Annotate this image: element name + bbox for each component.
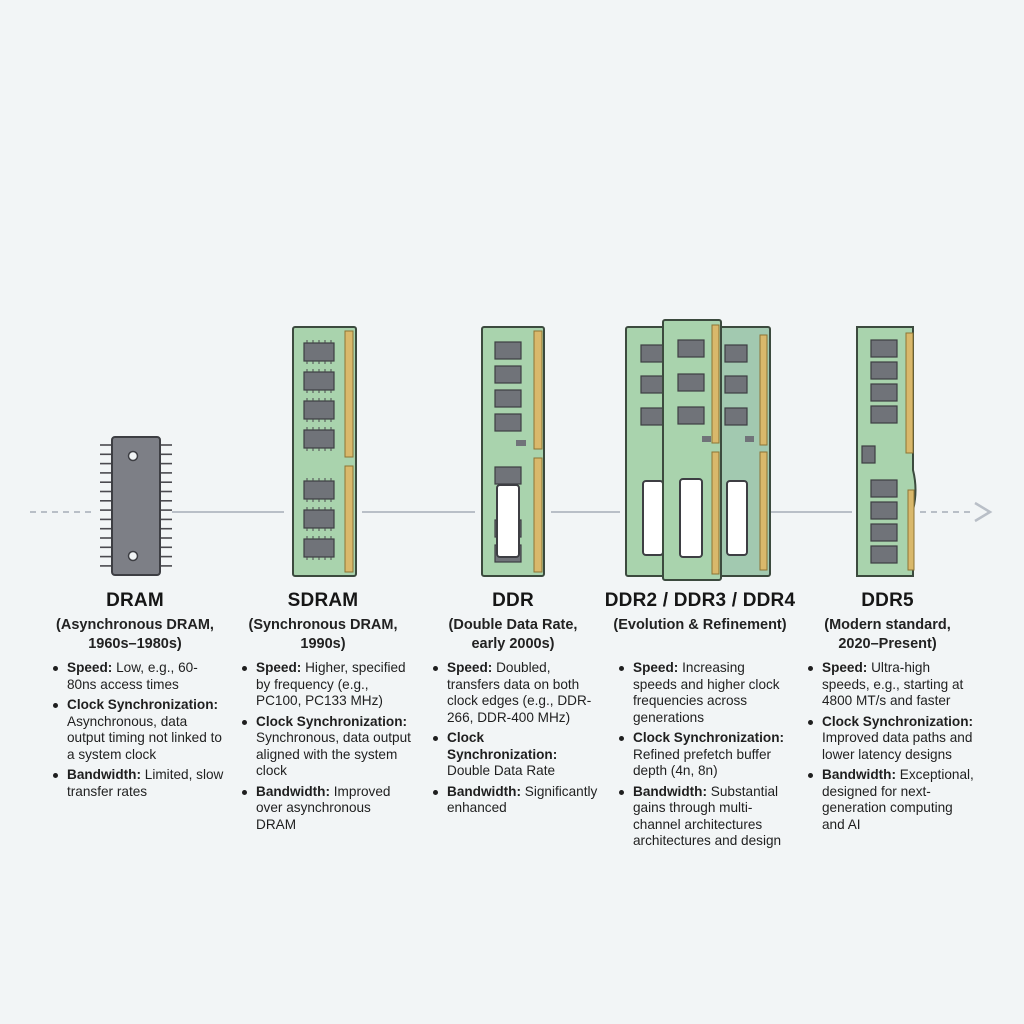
generation-subtitle-line: 1990s): [300, 636, 346, 652]
timeline-arrow: [30, 501, 993, 523]
ddr5-spec-list: Speed: Ultra-high speeds, e.g., starting…: [808, 660, 978, 837]
spec-clock-sync: Clock Synchronization: Improved data pat…: [808, 714, 978, 764]
ddr-spec-list: Speed: Doubled, transfers data on both c…: [433, 660, 598, 821]
spec-speed: Speed: Low, e.g., 60-80ns access times: [53, 660, 225, 693]
spec-clock-sync: Clock Synchronization: Asynchronous, dat…: [53, 697, 225, 763]
spec-bandwidth: Bandwidth: Substantial gains through mul…: [619, 784, 791, 850]
generation-subtitle-line: 2020–Present): [838, 636, 937, 652]
ddr5-module-icon: [856, 326, 917, 577]
spec-bandwidth: Bandwidth: Improved over asynchronous DR…: [242, 784, 414, 834]
generation-subtitle-line: (Evolution & Refinement): [613, 617, 787, 633]
spec-speed: Speed: Doubled, transfers data on both c…: [433, 660, 598, 726]
spec-bandwidth: Bandwidth: Limited, slow transfer rates: [53, 767, 225, 800]
sdram-spec-list: Speed: Higher, specified by frequency (e…: [242, 660, 414, 837]
generation-subtitle-line: (Double Data Rate,: [448, 617, 578, 633]
spec-clock-sync: Clock Synchronization: Double Data Rate: [433, 730, 598, 780]
generation-ddr5: DDR5 (Modern standard, 2020–Present): [795, 590, 980, 654]
ddr2-ddr3-ddr4-modules-icon: [625, 319, 771, 581]
generation-subtitle-line: early 2000s): [471, 636, 555, 652]
generation-ddr: DDR (Double Data Rate, early 2000s): [418, 590, 608, 654]
dram-spec-list: Speed: Low, e.g., 60-80ns access times C…: [53, 660, 225, 804]
spec-clock-sync: Clock Synchronization: Synchronous, data…: [242, 714, 414, 780]
spec-speed: Speed: Higher, specified by frequency (e…: [242, 660, 414, 710]
arrow-head-icon: [974, 501, 993, 523]
dram-chip-icon: [100, 436, 172, 576]
generation-ddr2-ddr3-ddr4: DDR2 / DDR3 / DDR4 (Evolution & Refineme…: [600, 590, 800, 635]
spec-bandwidth: Bandwidth: Significantly enhanced: [433, 784, 598, 817]
spec-bandwidth: Bandwidth: Exceptional, designed for nex…: [808, 767, 978, 833]
generation-title: SDRAM: [287, 590, 359, 611]
generation-sdram: SDRAM (Synchronous DRAM, 1990s): [228, 590, 418, 654]
generation-subtitle-line: (Synchronous DRAM,: [248, 617, 398, 633]
generation-title: DDR: [492, 590, 534, 611]
generation-subtitle-line: 1960s–1980s): [88, 636, 182, 652]
sdram-module-icon: [292, 326, 357, 577]
generation-subtitle-line: (Modern standard,: [824, 617, 951, 633]
ddr-module-icon: [481, 326, 545, 577]
generation-title: DDR5: [861, 590, 914, 611]
spec-speed: Speed: Increasing speeds and higher cloc…: [619, 660, 791, 726]
generation-title: DRAM: [106, 590, 164, 611]
generation-subtitle-line: (Asynchronous DRAM,: [56, 617, 214, 633]
spec-speed: Speed: Ultra-high speeds, e.g., starting…: [808, 660, 978, 710]
ddr234-spec-list: Speed: Increasing speeds and higher cloc…: [619, 660, 791, 854]
generation-dram: DRAM (Asynchronous DRAM, 1960s–1980s): [40, 590, 230, 654]
generation-title: DDR2 / DDR3 / DDR4: [604, 590, 796, 611]
spec-clock-sync: Clock Synchronization: Refined prefetch …: [619, 730, 791, 780]
